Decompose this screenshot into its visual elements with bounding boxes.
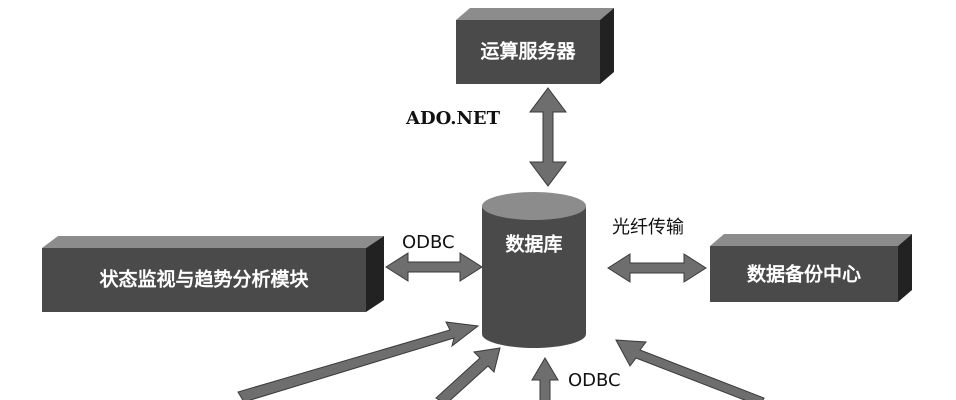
arrow-database-bottom xyxy=(531,357,559,400)
database-node: 数据库 xyxy=(482,192,586,348)
compute-server-front-face xyxy=(456,20,600,84)
arrow-database-lower-left xyxy=(237,321,480,400)
monitor-module-side-face xyxy=(366,236,384,312)
backup-center-node: 数据备份中心 xyxy=(710,234,912,302)
monitor-module-node: 状态监视与趋势分析模块 xyxy=(42,236,384,312)
compute-server-top-face xyxy=(456,8,614,20)
arrows xyxy=(237,87,765,400)
compute-server-side-face xyxy=(600,8,614,84)
arrow-monitor-database xyxy=(385,252,483,282)
backup-center-side-face xyxy=(898,234,912,302)
arrow-database-lower-mid xyxy=(435,347,501,400)
edge-label-fiber: 光纤传输 xyxy=(612,217,684,238)
arrow-database-lower-right xyxy=(615,339,765,400)
database-label: 数据库 xyxy=(505,233,562,256)
arrow-database-backup xyxy=(607,253,707,283)
database-cylinder-body xyxy=(482,206,586,348)
compute-server-label: 运算服务器 xyxy=(480,40,576,63)
monitor-module-label: 状态监视与趋势分析模块 xyxy=(99,268,309,291)
edge-label-odbc-bottom: ODBC xyxy=(568,370,621,391)
backup-center-top-face xyxy=(710,234,912,246)
monitor-module-top-face xyxy=(42,236,384,248)
database-cylinder-top xyxy=(482,192,586,220)
backup-center-label: 数据备份中心 xyxy=(747,263,861,286)
monitor-module-front-face xyxy=(42,248,366,312)
compute-server-node: 运算服务器 xyxy=(456,8,614,84)
arrow-server-database xyxy=(529,87,567,187)
edge-label-odbc-monitor: ODBC xyxy=(402,232,455,253)
edge-label-ado-net: ADO.NET xyxy=(405,108,501,129)
backup-center-front-face xyxy=(710,246,898,302)
